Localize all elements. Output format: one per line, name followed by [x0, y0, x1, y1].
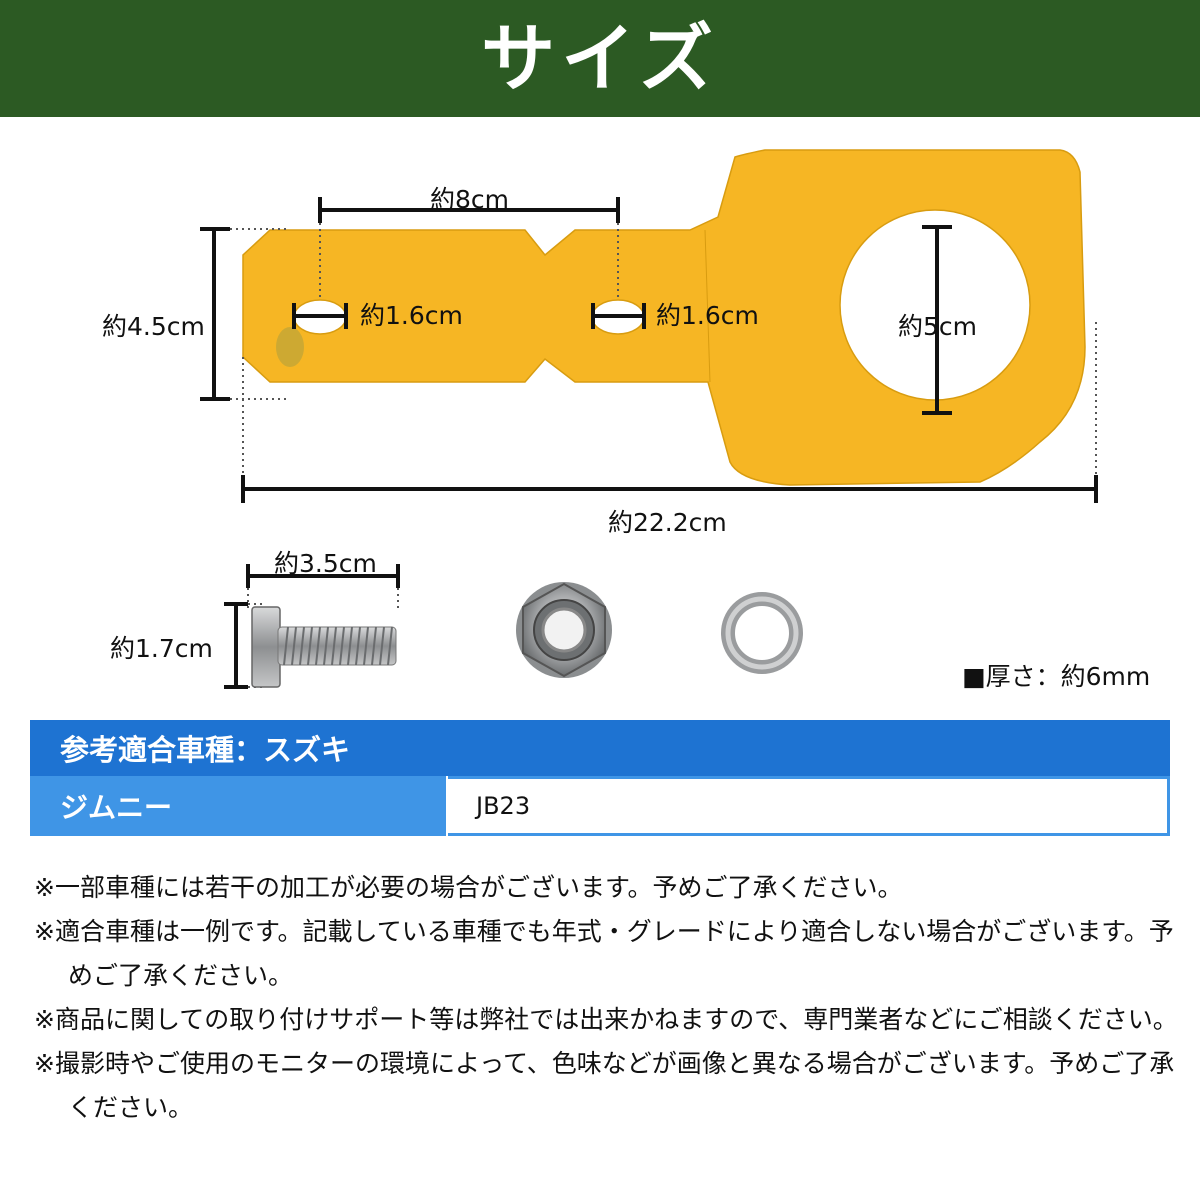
dim-bolt-length: 約3.5cm — [274, 549, 377, 578]
title-banner: サイズ — [0, 0, 1200, 117]
note-1: ※一部車種には若干の加工が必要の場合がございます。予めご了承ください。 — [34, 873, 903, 902]
dim-length: 約22.2cm — [608, 508, 727, 537]
tow-hook-plate — [242, 149, 1086, 486]
page-title: サイズ — [481, 15, 719, 102]
note-2: ※適合車種は一例です。記載している車種でも年式・グレードにより適合しない場合がご… — [34, 917, 1174, 990]
notes-list: ※一部車種には若干の加工が必要の場合がございます。予めご了承ください。 ※適合車… — [34, 866, 1184, 1130]
dim-hole1: 約1.6cm — [360, 301, 463, 330]
table-row: ジムニー JB23 — [30, 776, 1170, 836]
size-diagram: 約8cm 約4.5cm 約1.6cm 約1.6cm 約5cm 約22.2cm 約… — [0, 117, 1200, 707]
fitment-table: 参考適合車種：スズキ ジムニー JB23 — [30, 720, 1170, 836]
dim-hole2: 約1.6cm — [656, 301, 759, 330]
fitment-table-header: 参考適合車種：スズキ — [30, 720, 1170, 776]
note-3: ※商品に関しての取り付けサポート等は弊社では出来かねますので、専門業者などにご相… — [34, 1005, 1178, 1034]
dim-bolt-head: 約1.7cm — [110, 634, 213, 663]
guide-lines — [230, 223, 1097, 688]
vehicle-model: ジムニー — [30, 776, 446, 836]
dim-hole-spacing: 約8cm — [430, 185, 510, 214]
bolt — [251, 606, 397, 688]
vehicle-code: JB23 — [448, 776, 1170, 836]
dim-plate-height: 約4.5cm — [102, 312, 205, 341]
spring-washer — [721, 592, 803, 674]
dim-ring: 約5cm — [898, 312, 978, 341]
note-4: ※撮影時やご使用のモニターの環境によって、色味などが画像と異なる場合がございます… — [34, 1049, 1175, 1122]
nut — [516, 582, 612, 678]
diagram-drawing — [200, 149, 1098, 689]
thickness-note: ■厚さ：約6mm — [962, 662, 1151, 691]
dimension-lines — [200, 197, 1098, 689]
